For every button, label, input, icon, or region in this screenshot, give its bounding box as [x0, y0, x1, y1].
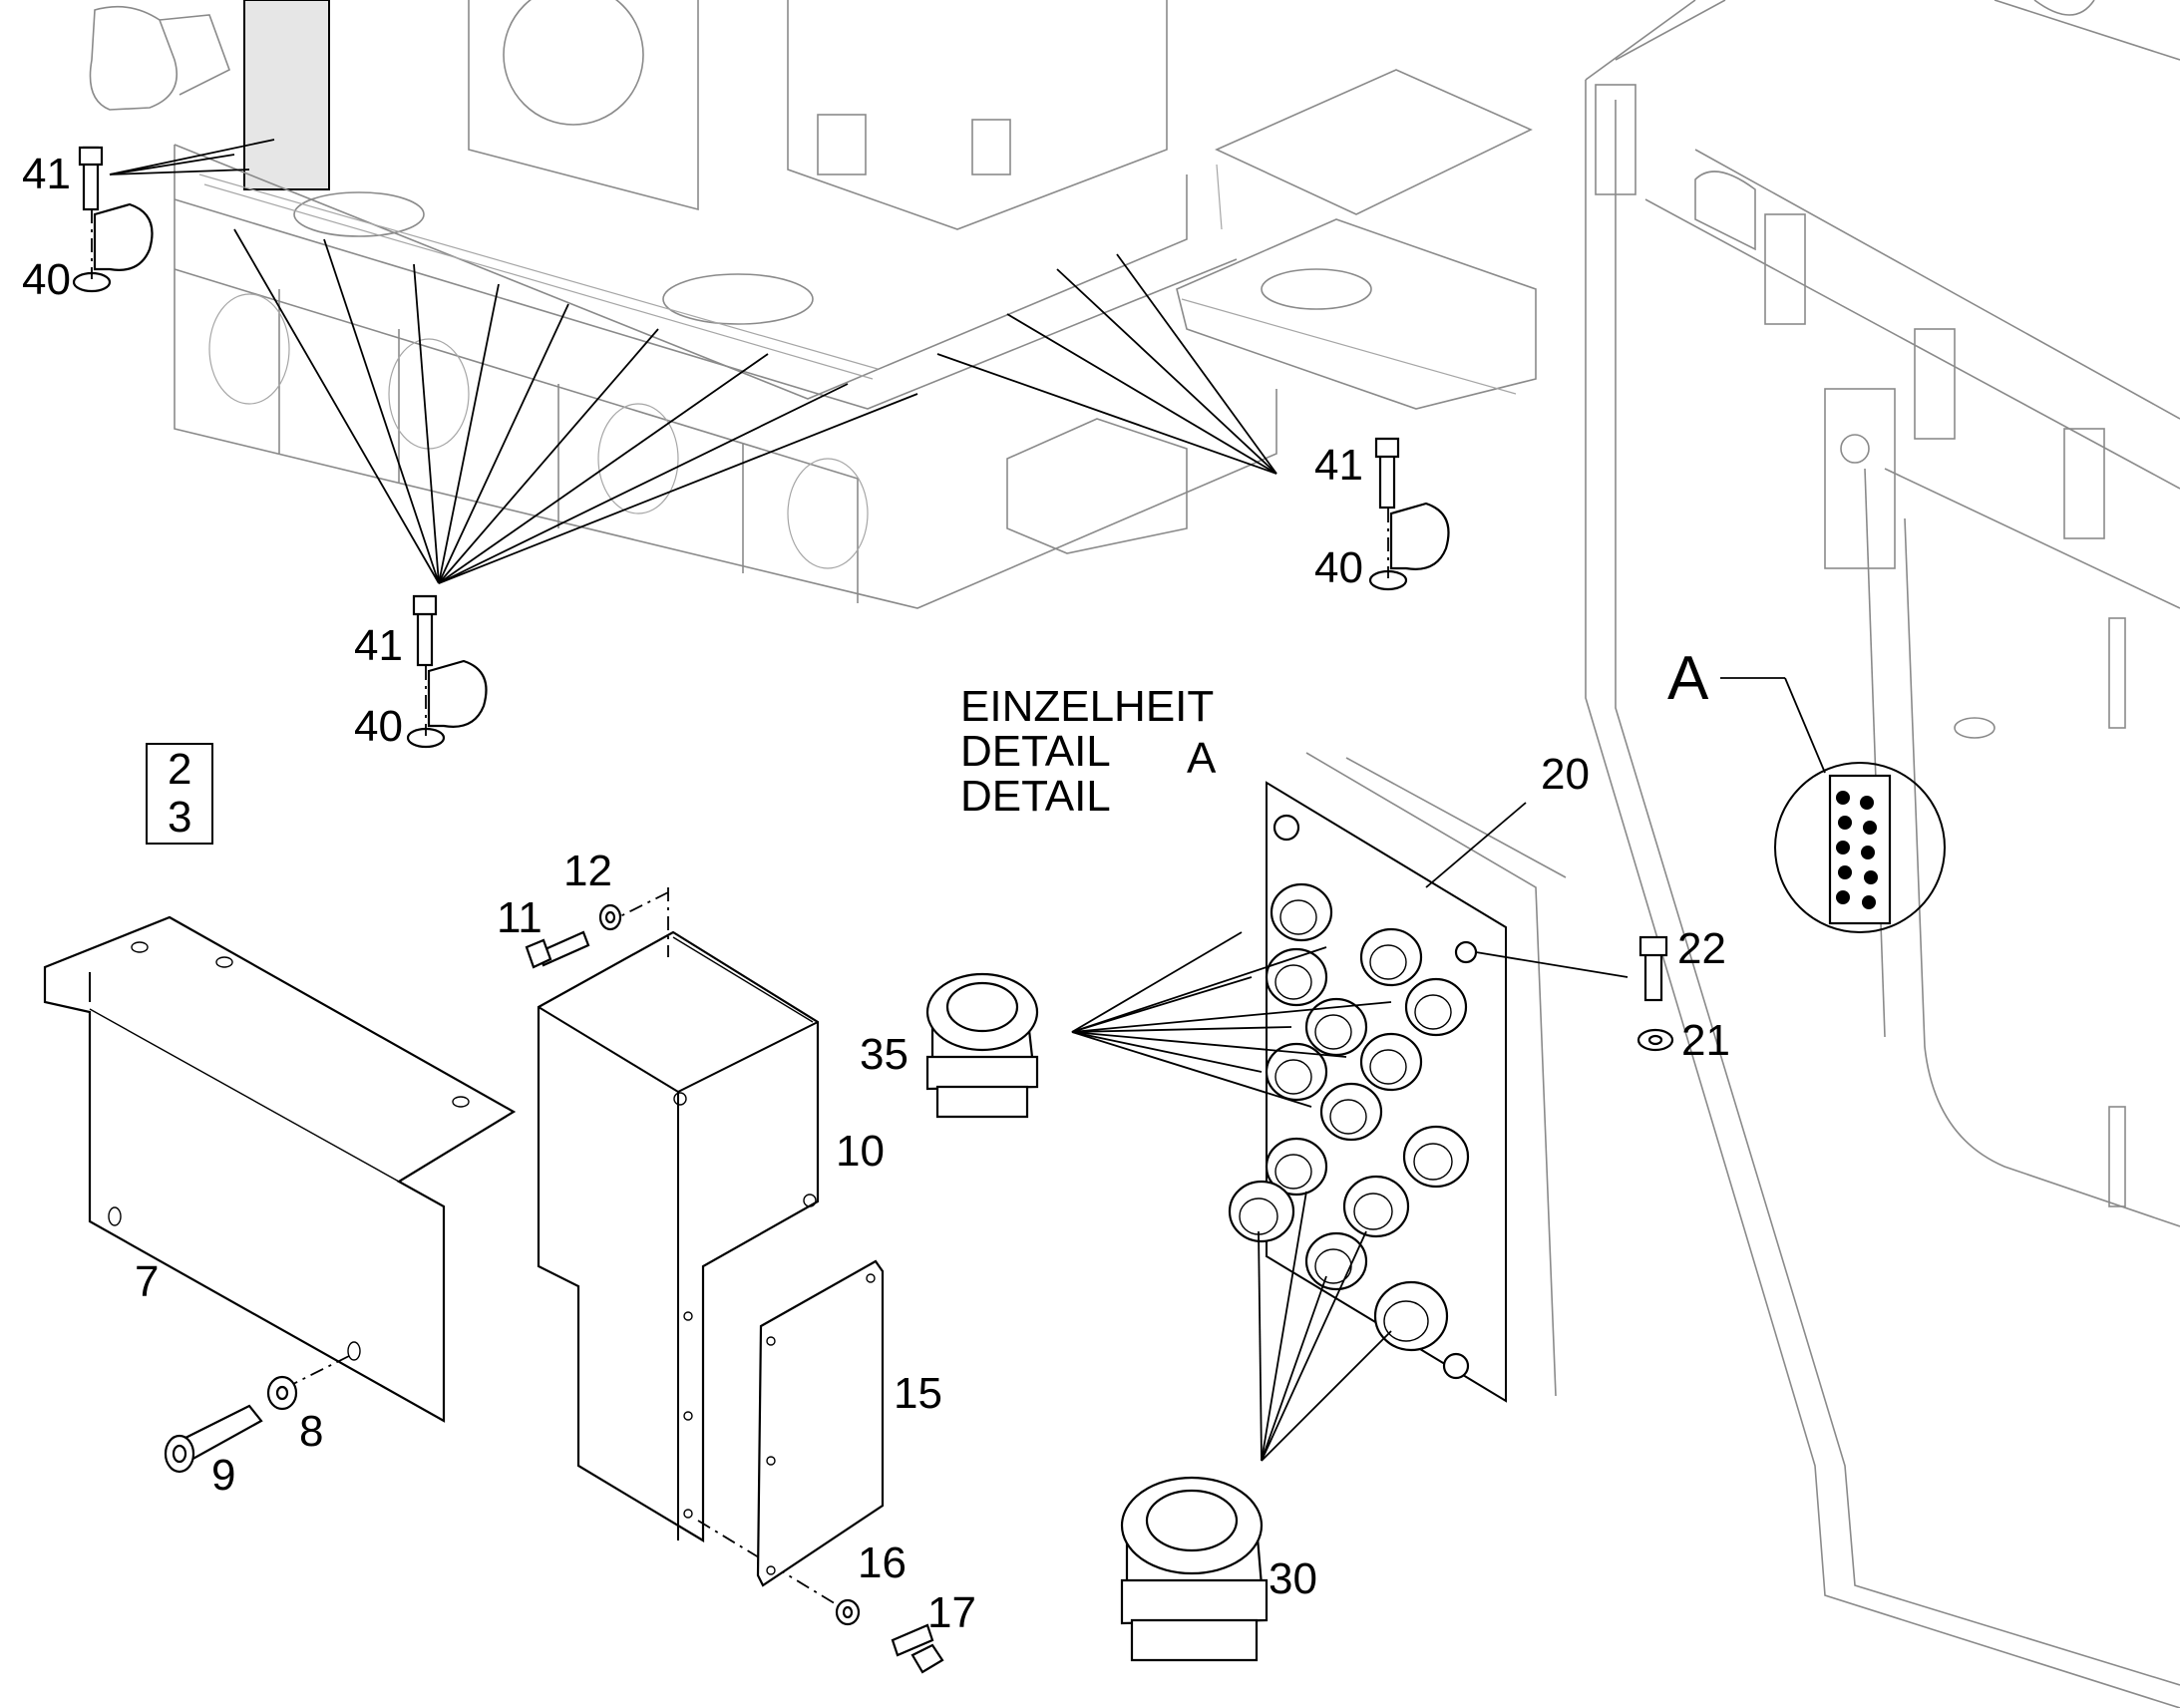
- plate-gland: [1265, 947, 1328, 1007]
- callout-41-c: 41: [354, 621, 403, 670]
- machine-frame-background: [89, 0, 1537, 609]
- callout-35: 35: [860, 1030, 908, 1079]
- callout-21: 21: [1681, 1016, 1730, 1065]
- washer-21: [1636, 1028, 1674, 1052]
- sheet-number-top: 2: [168, 745, 191, 794]
- detail-a-circle: [1720, 677, 1946, 933]
- clip-group-b: [1368, 437, 1450, 591]
- leader-fan-right: [936, 253, 1277, 475]
- callout-7: 7: [135, 1257, 159, 1306]
- plate-gland: [1265, 1042, 1328, 1102]
- clip-group-c: [406, 594, 488, 749]
- callout-41-a: 41: [22, 150, 71, 198]
- callout-12: 12: [563, 847, 612, 895]
- washer-8: [266, 1375, 298, 1411]
- plate-gland: [1265, 1137, 1328, 1196]
- cable-gland-35: [925, 972, 1039, 1119]
- detail-heading-line2: DETAIL: [960, 727, 1111, 776]
- screw-17: [891, 1623, 944, 1674]
- plate-gland: [1342, 1175, 1410, 1238]
- callout-20: 20: [1541, 750, 1590, 799]
- washer-12: [598, 903, 622, 931]
- leader-20: [1425, 802, 1527, 888]
- plate-gland: [1359, 927, 1423, 987]
- plate-gland: [1270, 882, 1333, 942]
- plate-gland: [1304, 997, 1368, 1057]
- cover-box-10: [537, 887, 839, 1606]
- callout-9: 9: [211, 1451, 235, 1500]
- screw-9: [164, 1404, 263, 1474]
- cover-plate-7: [43, 915, 517, 1423]
- callout-16: 16: [858, 1538, 907, 1587]
- gland-plate-20: [1228, 752, 1567, 1403]
- plate-gland: [1373, 1280, 1449, 1352]
- callout-40-a: 40: [22, 255, 71, 304]
- plate-gland: [1304, 1231, 1368, 1291]
- callout-40-b: 40: [1314, 543, 1363, 592]
- leader-fan-bottom: [233, 228, 918, 584]
- cover-plate-15: [756, 1259, 885, 1587]
- callout-30: 30: [1269, 1554, 1317, 1603]
- washer-16: [835, 1598, 861, 1626]
- plate-gland: [1359, 1032, 1423, 1092]
- cab-frame-background: [1585, 0, 2180, 1708]
- detail-marker-on-frame: A: [1667, 644, 1709, 713]
- callout-40-c: 40: [354, 702, 403, 751]
- callout-15: 15: [894, 1369, 942, 1418]
- screw-11: [525, 930, 590, 969]
- plate-gland: [1319, 1082, 1383, 1142]
- plate-gland: [1402, 1125, 1470, 1189]
- callout-8: 8: [299, 1407, 323, 1456]
- callout-17: 17: [927, 1588, 976, 1637]
- screw-22: [1475, 935, 1668, 1002]
- sheet-reference-box: [146, 743, 213, 845]
- callout-10: 10: [836, 1127, 885, 1176]
- sheet-number-bottom: 3: [168, 793, 191, 842]
- plate-gland: [1228, 1180, 1295, 1243]
- clip-group-a: [72, 139, 275, 293]
- detail-view-marker: A: [1187, 734, 1217, 783]
- leader-fan-gland-30: [1258, 1191, 1392, 1462]
- plate-gland: [1404, 977, 1468, 1037]
- callout-41-b: 41: [1314, 441, 1363, 490]
- leader-fan-gland-35: [1071, 931, 1392, 1108]
- detail-heading-line3: DETAIL: [960, 772, 1111, 821]
- detail-heading-line1: EINZELHEIT: [960, 682, 1214, 731]
- cable-gland-30: [1120, 1476, 1269, 1662]
- callout-22: 22: [1677, 924, 1726, 973]
- callout-11: 11: [497, 893, 543, 942]
